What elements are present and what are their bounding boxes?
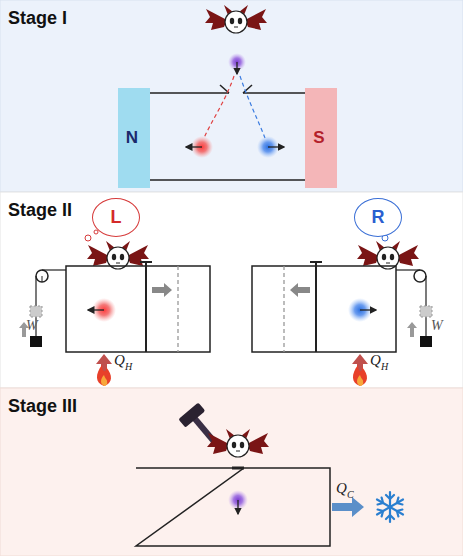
pole-letter: S — [313, 128, 324, 148]
stage-panel: Stage I N S — [0, 0, 463, 192]
thought-bubble: R — [354, 198, 402, 237]
bubble-letter: L — [111, 207, 122, 228]
heat-subscript: H — [381, 361, 388, 372]
stage-panel: Stage IILR — [0, 192, 463, 388]
magnet-pole: N — [118, 88, 150, 188]
stage-title: Stage III — [8, 396, 463, 417]
heat-label: Q — [114, 352, 125, 369]
stage-title: Stage I — [8, 8, 463, 29]
bubble-letter: R — [372, 207, 385, 228]
work-label: W — [26, 318, 38, 334]
stage-panel: Stage III — [0, 388, 463, 556]
heat-subscript: C — [347, 489, 354, 500]
heat-subscript: H — [125, 361, 132, 372]
thought-bubble: L — [92, 198, 140, 237]
magnet-pole: S — [305, 88, 337, 188]
heat-label: Q — [336, 480, 347, 497]
pole-letter: N — [126, 128, 138, 148]
heat-label: Q — [370, 352, 381, 369]
work-label: W — [431, 318, 443, 334]
